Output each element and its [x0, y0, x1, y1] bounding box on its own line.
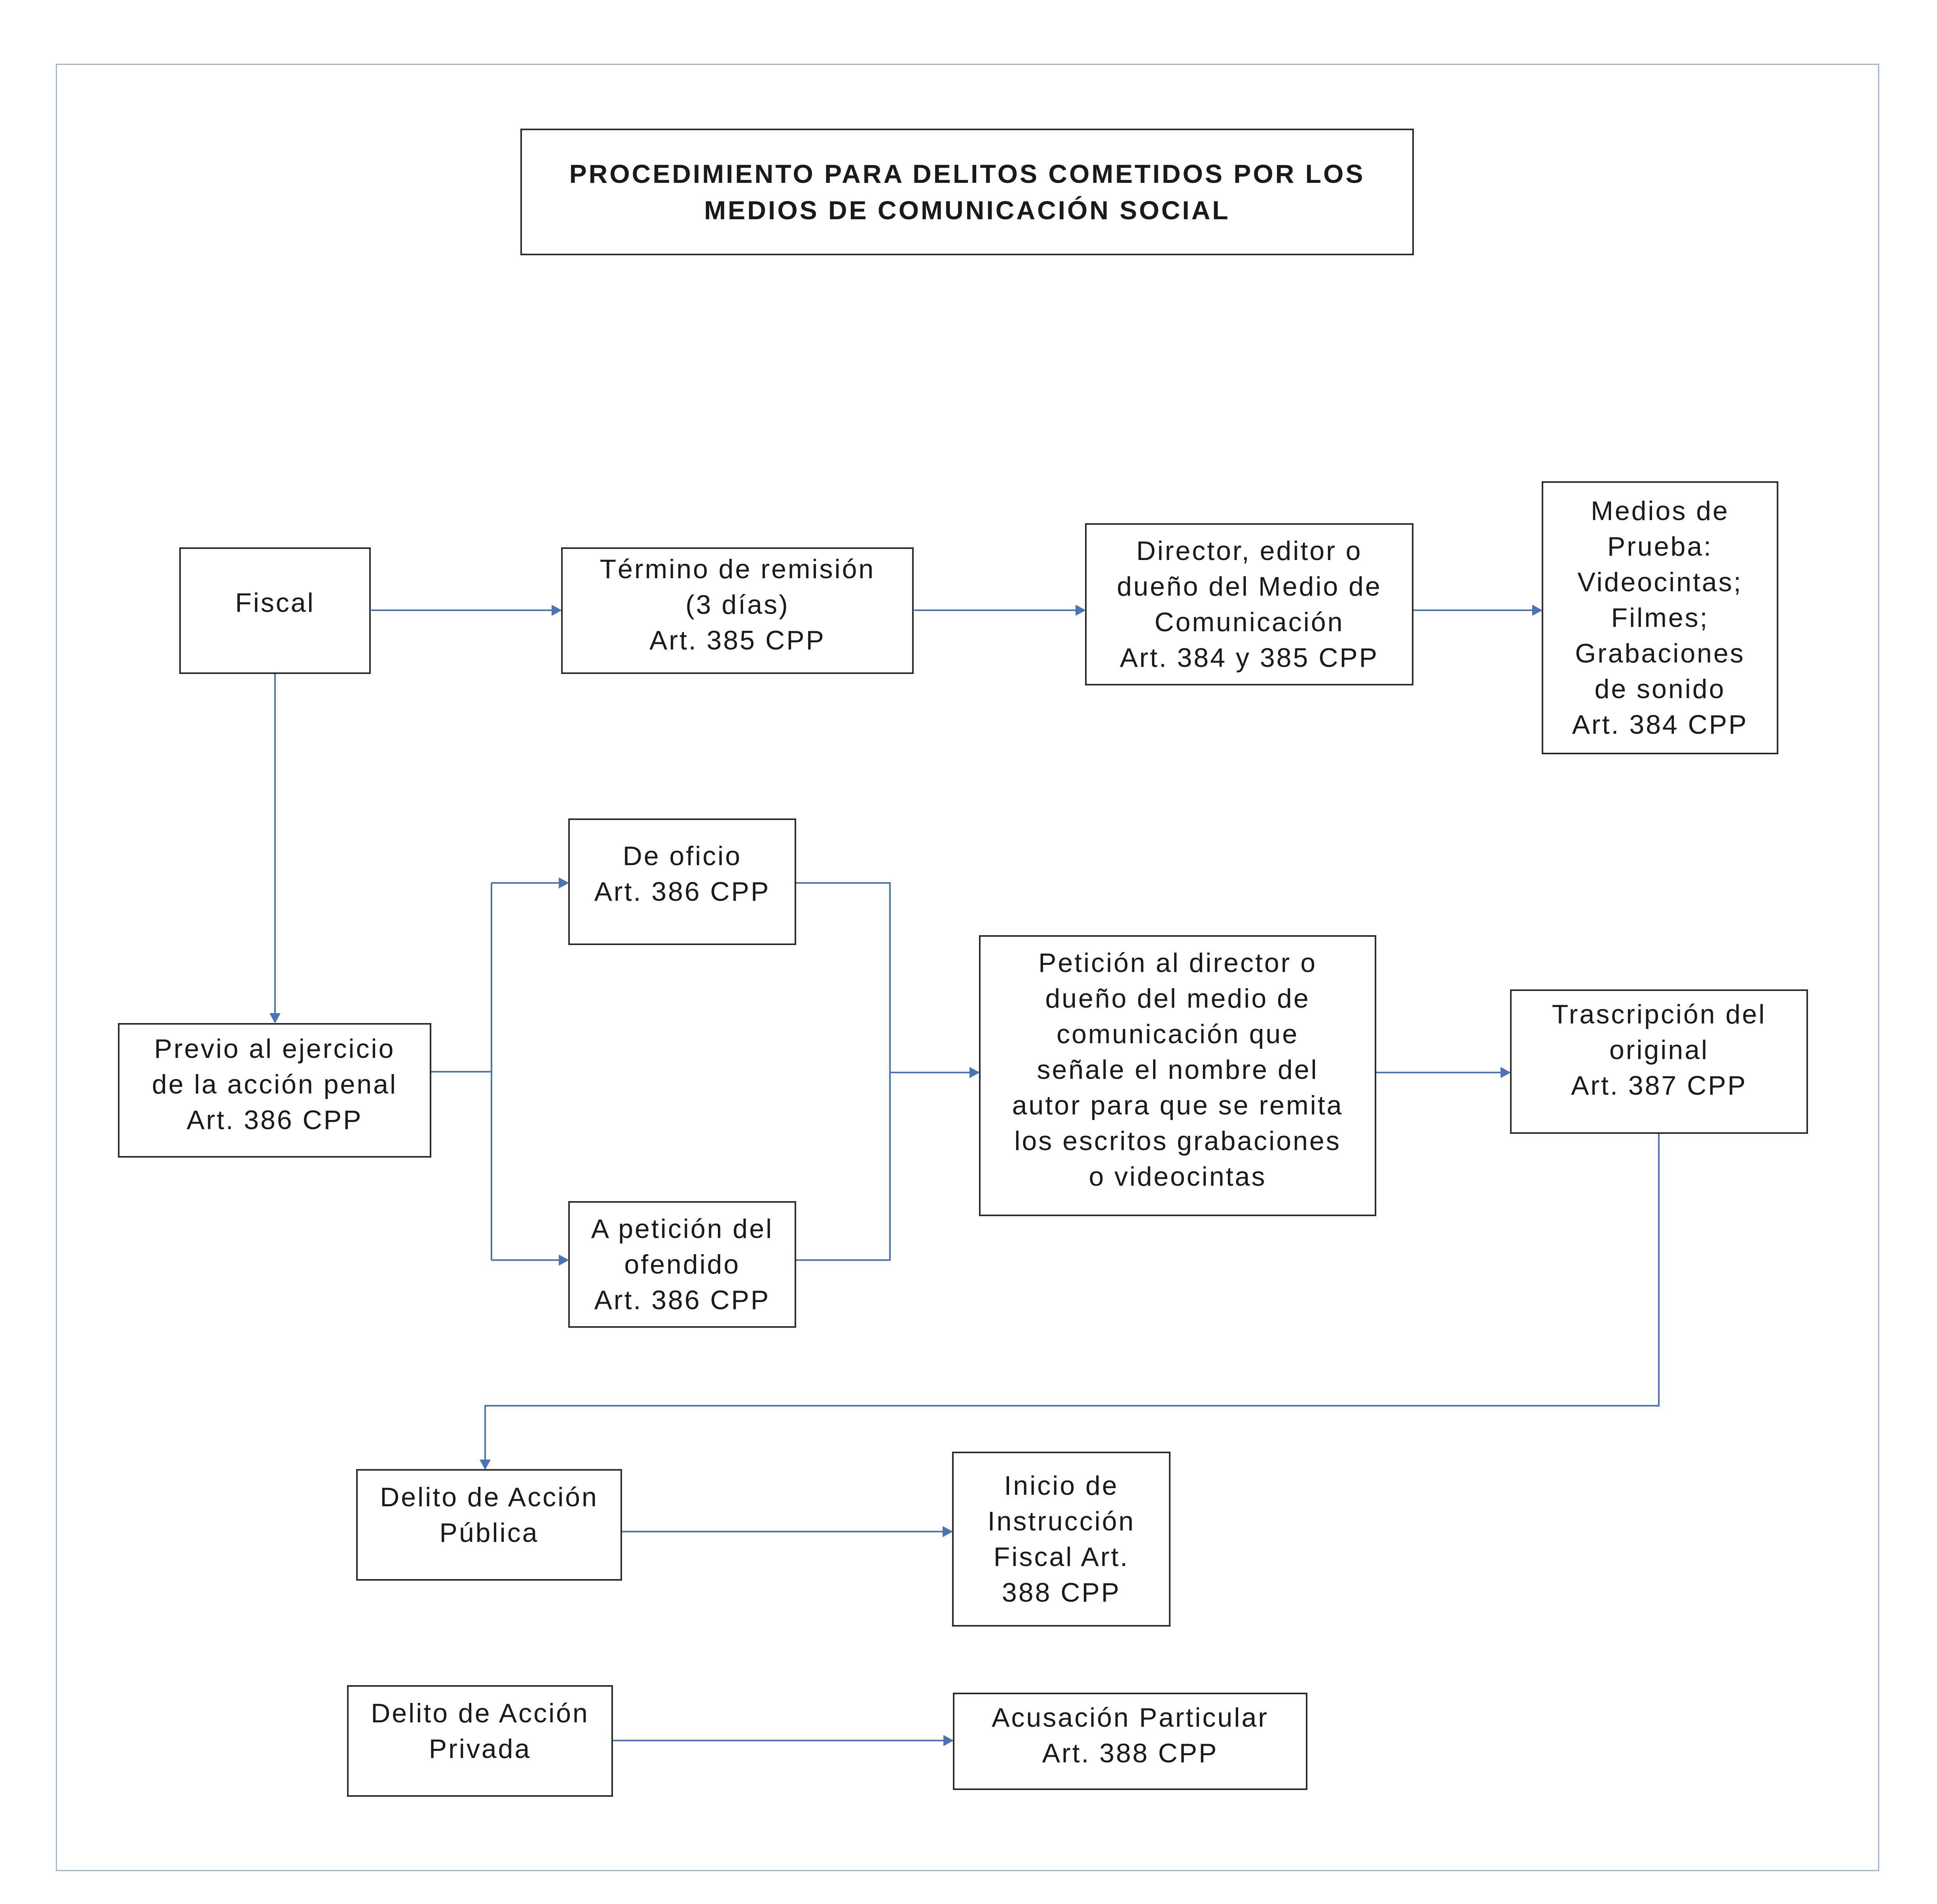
connector-merge — [796, 882, 891, 1261]
arrow-head — [943, 1735, 954, 1746]
connector-trascripcion-publica — [484, 1133, 1660, 1461]
node-delito-privada: Delito de Acción Privada — [347, 1685, 613, 1797]
node-previo: Previo al ejercicio de la acción penal A… — [118, 1023, 431, 1158]
arrow-head — [480, 1460, 491, 1470]
node-de-oficio: De oficio Art. 386 CPP — [568, 818, 796, 945]
node-termino-remision: Término de remisión (3 días) Art. 385 CP… — [561, 547, 914, 674]
diagram-title: PROCEDIMIENTO PARA DELITOS COMETIDOS POR… — [520, 129, 1414, 255]
arrow-head — [269, 1013, 281, 1023]
arrow-head — [552, 605, 562, 616]
arrow-head — [1501, 1067, 1511, 1078]
node-acusacion-particular: Acusación Particular Art. 388 CPP — [953, 1693, 1307, 1790]
arrow-head — [559, 1255, 569, 1266]
node-director: Director, editor o dueño del Medio de Co… — [1085, 523, 1413, 685]
node-trascripcion: Trascripción del original Art. 387 CPP — [1510, 989, 1808, 1134]
arrow-head — [1076, 605, 1086, 616]
node-inicio-instruccion: Inicio de Instrucción Fiscal Art. 388 CP… — [952, 1452, 1171, 1627]
arrow-head — [943, 1526, 953, 1537]
node-fiscal: Fiscal — [179, 547, 371, 674]
arrow-head — [969, 1067, 980, 1078]
diagram-frame — [56, 64, 1879, 1871]
arrow-head — [1532, 605, 1542, 616]
arrow-head — [559, 877, 569, 888]
node-delito-publica: Delito de Acción Pública — [356, 1469, 622, 1581]
node-peticion-ofendido: A petición del ofendido Art. 386 CPP — [568, 1201, 796, 1328]
node-medios-prueba: Medios de Prueba: Videocintas; Filmes; G… — [1542, 481, 1778, 754]
node-peticion-director: Petición al director o dueño del medio d… — [979, 935, 1376, 1216]
